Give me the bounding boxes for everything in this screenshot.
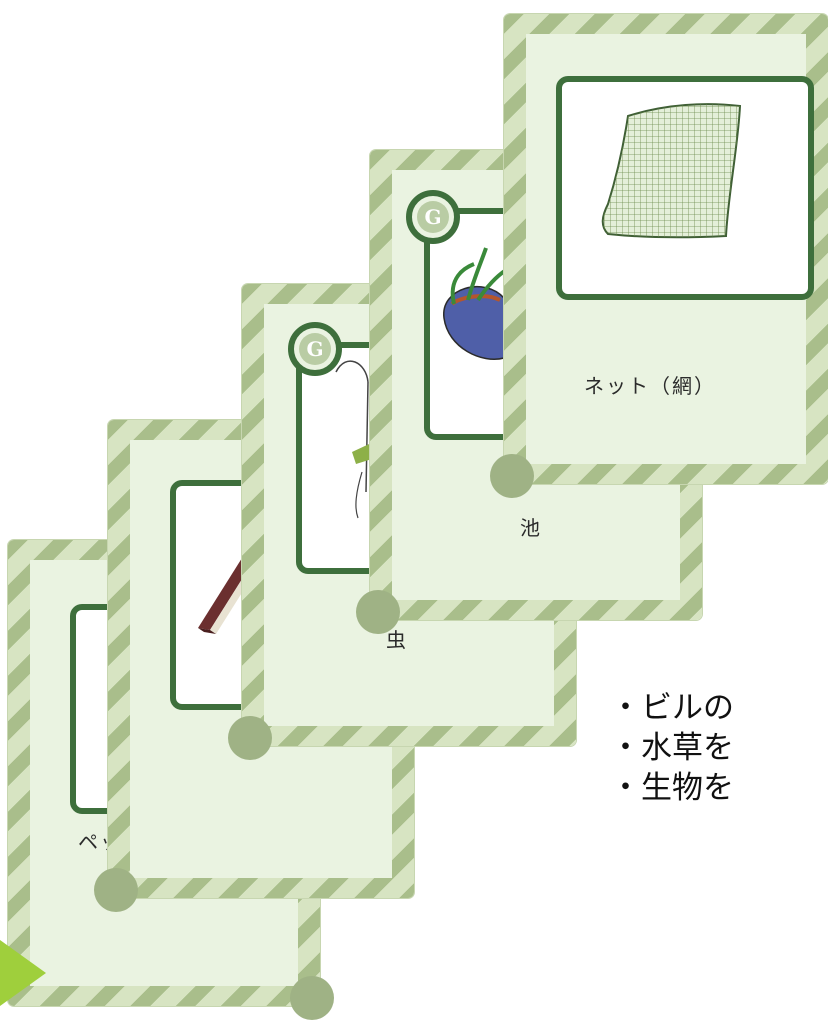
bullet-item: ・ビルの xyxy=(610,690,734,726)
net-icon xyxy=(601,103,742,239)
card-label: 虫 xyxy=(386,628,408,652)
bullet-item: ・生物を xyxy=(610,770,734,806)
card-label: ネット（網） xyxy=(584,374,716,398)
badge-letter: G xyxy=(299,333,331,365)
bullet-list: ・ビルの ・水草を ・生物を xyxy=(610,688,828,808)
card-corner xyxy=(290,976,334,1020)
grade-badge: G xyxy=(406,190,460,244)
card-illustration-frame xyxy=(556,76,814,300)
badge-letter: G xyxy=(417,201,449,233)
card-corner xyxy=(94,868,138,912)
card-corner xyxy=(228,716,272,760)
card-label: 池 xyxy=(520,516,542,540)
card-net[interactable]: ネット（網） xyxy=(490,14,828,498)
bullet-item: ・水草を xyxy=(610,730,734,766)
grade-badge: G xyxy=(288,322,342,376)
card-corner xyxy=(490,454,534,498)
card-corner xyxy=(356,590,400,634)
arrow-decoration-icon xyxy=(0,940,46,1006)
